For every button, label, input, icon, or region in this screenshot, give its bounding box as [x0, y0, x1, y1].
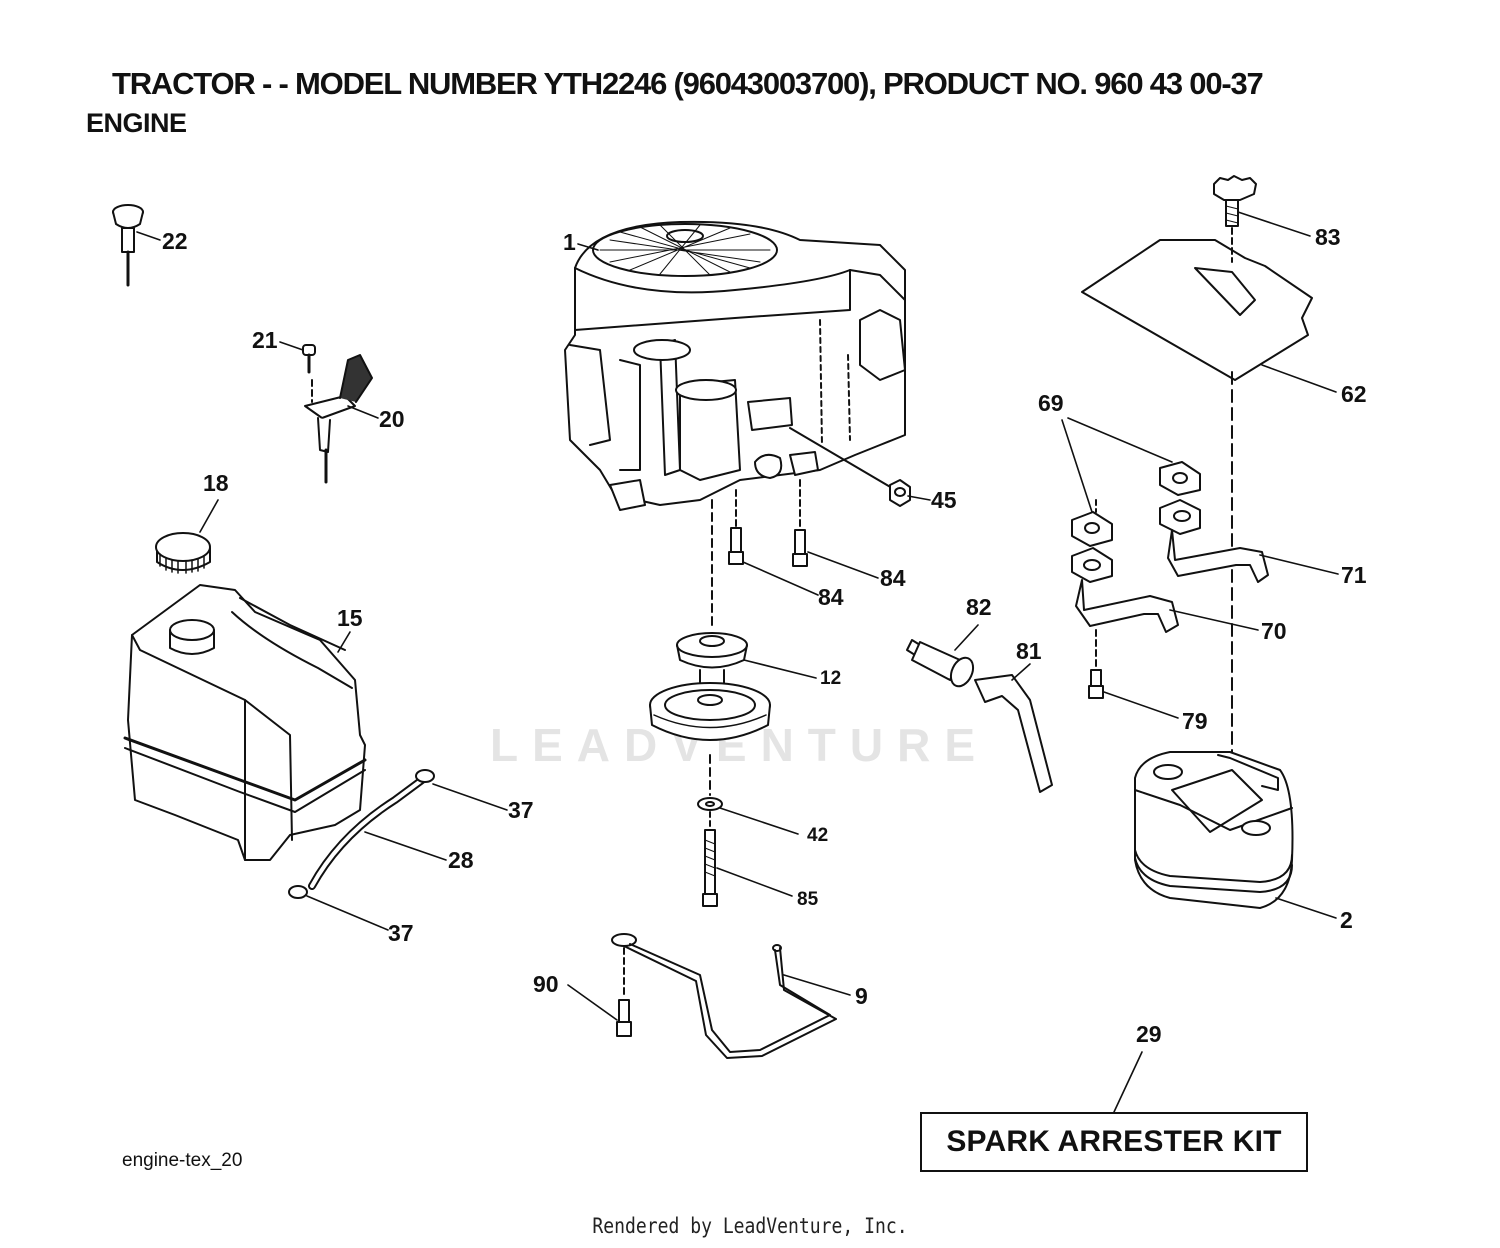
callout-20: 20 [379, 406, 405, 432]
callout-42: 42 [807, 825, 829, 846]
section-title: ENGINE [86, 108, 187, 138]
callout-37: 37 [388, 920, 414, 946]
callout-21: 21 [252, 327, 278, 353]
part-45-nut [789, 427, 911, 507]
leader-lines [136, 211, 1339, 1113]
part-85-bolt [697, 797, 723, 907]
callout-69: 69 [1038, 390, 1064, 416]
part-81-hose [906, 639, 1053, 793]
callout-12: 12 [820, 668, 842, 689]
callout-45: 45 [931, 487, 957, 513]
page-title: TRACTOR - - MODEL NUMBER YTH2246 (960430… [112, 66, 1264, 101]
part-1-engine [564, 220, 906, 511]
part-71-exhaust-pipe [1159, 499, 1269, 583]
callout-84: 84 [818, 584, 844, 610]
part-69-gaskets [1071, 461, 1201, 547]
callout-84: 84 [880, 565, 906, 591]
callout-22: 22 [162, 228, 188, 254]
callout-90: 90 [533, 971, 559, 997]
callout-71: 71 [1341, 562, 1367, 588]
part-28-fuel-line [288, 769, 435, 899]
callout-85: 85 [797, 889, 819, 910]
part-83-knob [1213, 175, 1257, 227]
footer-credit: Rendered by LeadVenture, Inc. [592, 1214, 908, 1238]
callout-83: 83 [1315, 224, 1341, 250]
callout-81: 81 [1016, 638, 1042, 664]
part-9-bracket [611, 933, 837, 1059]
figure-id: engine-tex_20 [122, 1150, 243, 1171]
part-20-throttle-bracket [302, 344, 373, 484]
part-15-fuel-tank [123, 584, 367, 861]
callout-70: 70 [1261, 618, 1287, 644]
part-84-bolts [728, 479, 808, 567]
callout-82: 82 [966, 594, 992, 620]
callout-1: 1 [563, 229, 576, 255]
callout-9: 9 [855, 983, 868, 1009]
spark-arrester-kit-box: SPARK ARRESTER KIT [920, 1112, 1308, 1172]
callout-29: 29 [1136, 1021, 1162, 1047]
part-2-muffler [1134, 751, 1294, 909]
callout-18: 18 [203, 470, 229, 496]
part-12-pulley [649, 499, 771, 796]
callout-62: 62 [1341, 381, 1367, 407]
spark-arrester-kit-label: SPARK ARRESTER KIT [946, 1125, 1282, 1158]
callout-15: 15 [337, 605, 363, 631]
part-70-exhaust-pipe [1071, 499, 1179, 669]
callout-2: 2 [1340, 907, 1353, 933]
callout-79: 79 [1182, 708, 1208, 734]
part-22-knob [112, 204, 144, 287]
part-79-bolt [1088, 669, 1104, 699]
callout-37: 37 [508, 797, 534, 823]
part-18-fuel-cap [155, 532, 211, 574]
callout-28: 28 [448, 847, 474, 873]
